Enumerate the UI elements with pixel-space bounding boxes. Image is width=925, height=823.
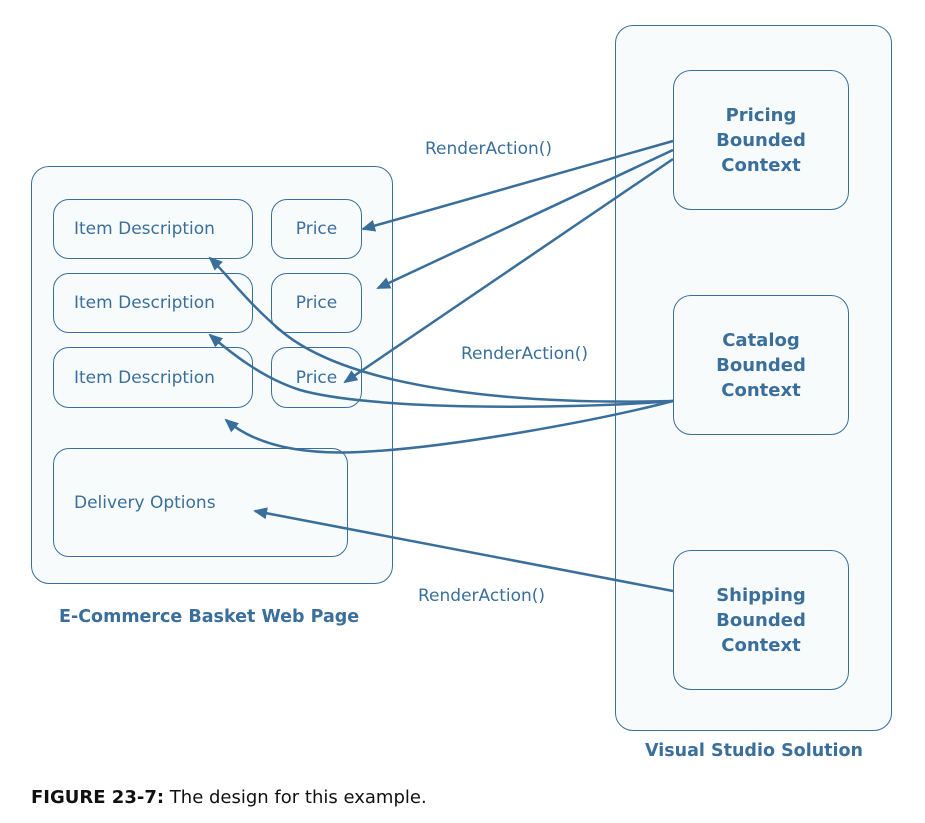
item-description-label-1: Item Description <box>74 219 215 239</box>
render-action-label-shipping: RenderAction() <box>418 586 546 606</box>
solution-title: Visual Studio Solution <box>645 741 864 761</box>
shipping-context-box: Shipping Bounded Context <box>673 550 849 690</box>
price-box-1: Price <box>271 199 362 259</box>
catalog-context-label: Catalog Bounded Context <box>716 329 806 401</box>
item-description-label-2: Item Description <box>74 293 215 313</box>
pricing-context-label: Pricing Bounded Context <box>716 104 806 176</box>
shipping-context-label: Shipping Bounded Context <box>716 584 806 656</box>
figure-number: FIGURE 23-7: <box>31 787 165 808</box>
price-box-2: Price <box>271 273 362 333</box>
item-description-box-3: Item Description <box>53 347 253 408</box>
render-action-label-pricing: RenderAction() <box>425 139 553 159</box>
price-label-1: Price <box>295 219 338 239</box>
price-box-3: Price <box>271 347 362 408</box>
figure-caption: FIGURE 23-7: The design for this example… <box>31 787 427 808</box>
render-action-label-catalog: RenderAction() <box>461 344 589 364</box>
figure-caption-text: The design for this example. <box>169 787 427 808</box>
item-description-label-3: Item Description <box>74 367 215 388</box>
delivery-options-box: Delivery Options <box>53 448 348 557</box>
web-page-title: E-Commerce Basket Web Page <box>59 607 360 627</box>
pricing-context-box: Pricing Bounded Context <box>673 70 849 210</box>
price-label-2: Price <box>295 293 338 313</box>
catalog-context-box: Catalog Bounded Context <box>673 295 849 435</box>
item-description-box-1: Item Description <box>53 199 253 259</box>
price-label-3: Price <box>295 367 338 388</box>
delivery-options-label: Delivery Options <box>74 492 216 513</box>
item-description-box-2: Item Description <box>53 273 253 333</box>
